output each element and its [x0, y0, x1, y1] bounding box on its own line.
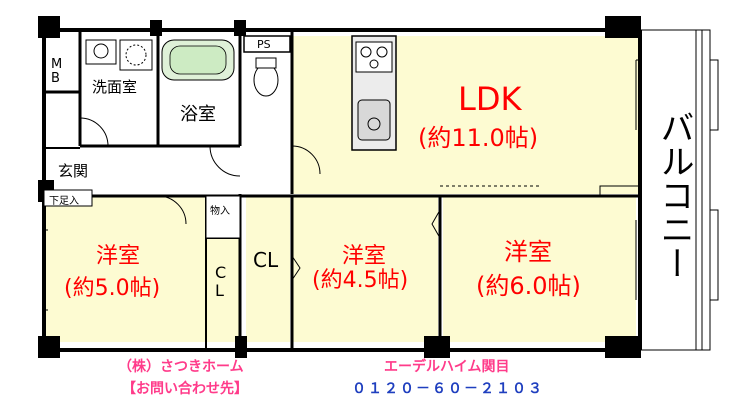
label-mb: M B — [51, 57, 63, 86]
washer — [119, 39, 153, 71]
label-storage: 物入 — [210, 206, 230, 217]
label-room-right-size: (約6.0帖) — [476, 272, 581, 300]
label-room-left-size: (約5.0帖) — [64, 276, 161, 301]
label-entrance: 玄関 — [58, 162, 89, 180]
ldk-floor — [292, 36, 640, 194]
label-room-left-name: 洋室 — [96, 244, 141, 269]
shoe-closet-outline — [43, 189, 93, 207]
kitchen — [351, 35, 397, 151]
stove-burner-3 — [369, 59, 379, 69]
label-cl-small: C L — [215, 263, 227, 300]
toilet-bowl — [253, 63, 279, 97]
sink-drain — [367, 117, 381, 131]
storage-outline — [205, 195, 241, 239]
washer-drum — [125, 44, 147, 66]
label-washroom: 洗面室 — [92, 78, 138, 96]
label-balcony: バルコニー — [654, 110, 694, 280]
label-cl-large: CL — [253, 248, 279, 272]
label-ps: PS — [257, 38, 271, 51]
label-room-mid-name: 洋室 — [342, 244, 387, 269]
label-bath: 浴室 — [180, 104, 216, 125]
sink — [357, 99, 391, 141]
footer-company: （株）さつきホーム — [118, 359, 244, 375]
washbasin-bowl — [93, 43, 109, 59]
stove-burner-1 — [360, 46, 372, 58]
ps-shaft — [243, 35, 291, 53]
wet-area — [80, 35, 291, 146]
doors — [79, 117, 640, 281]
cl-small-floor — [209, 238, 237, 342]
room-mid-floor — [293, 196, 438, 342]
label-room-mid-size: (約4.5帖) — [312, 268, 409, 293]
label-ldk-name: LDK — [458, 80, 522, 118]
footer-inquiry-label: 【お問い合わせ先】 — [122, 381, 248, 397]
stove — [355, 41, 393, 73]
footer-property: エーデルハイム関目 — [384, 359, 510, 375]
label-ldk-size: (約11.0帖) — [418, 124, 539, 152]
label-shoe-closet: 下足入 — [49, 196, 79, 207]
footer-phone: ０１２０－６０－２１０３ — [352, 381, 544, 397]
stove-burner-2 — [376, 46, 388, 58]
label-room-right-name: 洋室 — [504, 238, 552, 266]
room-right-floor — [443, 196, 636, 342]
windows — [44, 59, 640, 311]
cl-large-floor — [246, 196, 290, 342]
bathtub-inner — [169, 45, 227, 75]
toilet-tank — [255, 57, 277, 69]
